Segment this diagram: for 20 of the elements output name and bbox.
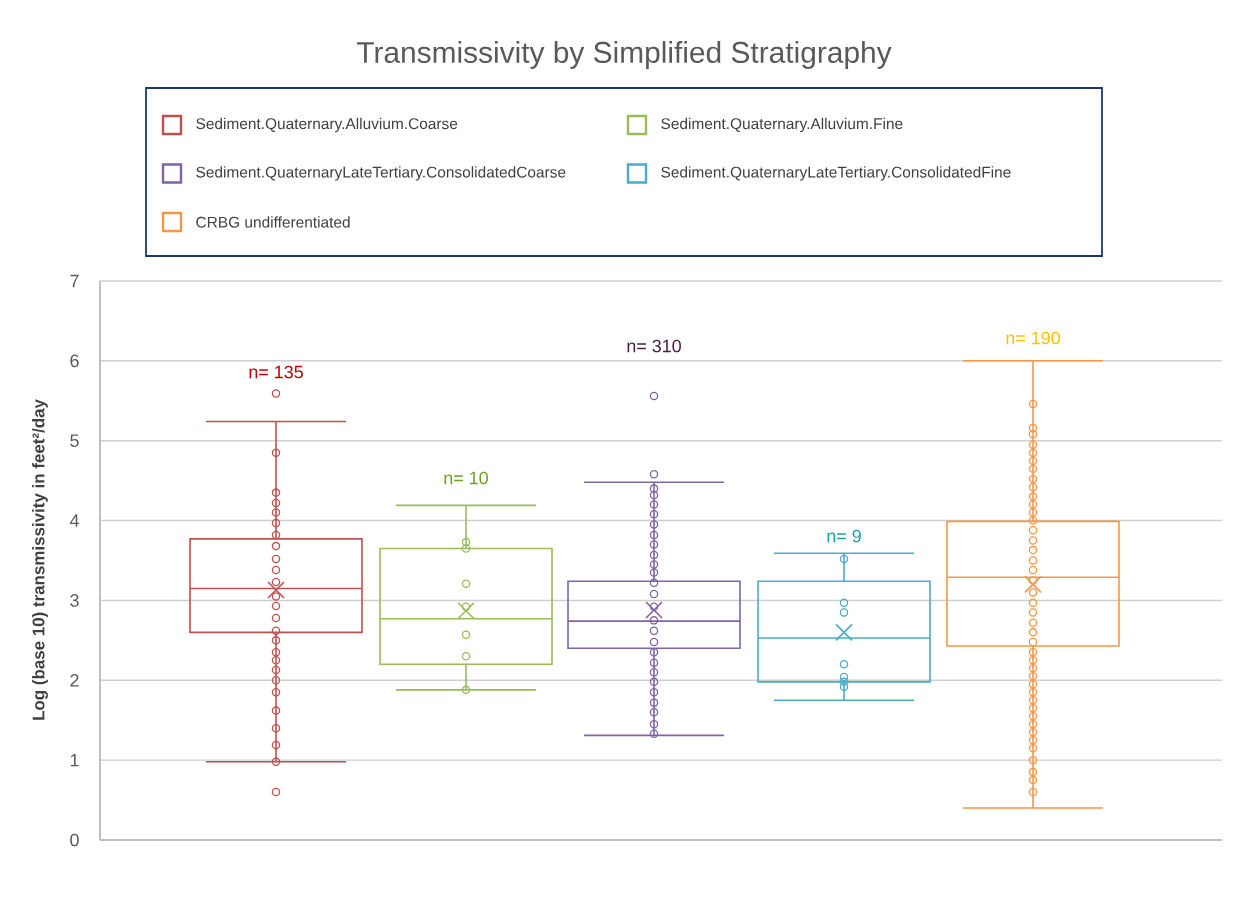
- axis-tick-label: 4: [69, 514, 79, 527]
- axis-tick-label: 7: [70, 274, 79, 288]
- axis-tick-label: 2: [70, 674, 79, 687]
- count-label: n= 9: [827, 529, 861, 543]
- count-label: n= 310: [627, 339, 681, 353]
- count-label: n= 190: [1006, 331, 1060, 345]
- axis-tick-label: 5: [70, 434, 79, 447]
- legend-label: Sediment.Quaternary.Alluvium.Fine: [661, 117, 903, 133]
- count-label: n= 135: [249, 365, 303, 379]
- axis-title: Log (base 10) transmissivity in feet²/day: [32, 399, 48, 720]
- count-label: n= 10: [444, 471, 488, 485]
- axis-tick-label: 1: [70, 753, 79, 767]
- legend-label: CRBG undifferentiated: [196, 216, 350, 228]
- legend-label: Sediment.QuaternaryLateTertiary.ConsolidatedCoarse: [196, 166, 566, 181]
- chart-title: Transmissivity by Simplified Stratigraphy: [357, 41, 892, 69]
- axis-tick-label: 3: [70, 594, 79, 607]
- axis-tick-label: 6: [70, 354, 79, 368]
- legend-label: Sediment.QuaternaryLateTertiary.ConsolidatedFine: [661, 166, 1011, 181]
- legend-label: Sediment.Quaternary.Alluvium.Coarse: [196, 117, 458, 133]
- axis-tick-label: 0: [70, 833, 79, 847]
